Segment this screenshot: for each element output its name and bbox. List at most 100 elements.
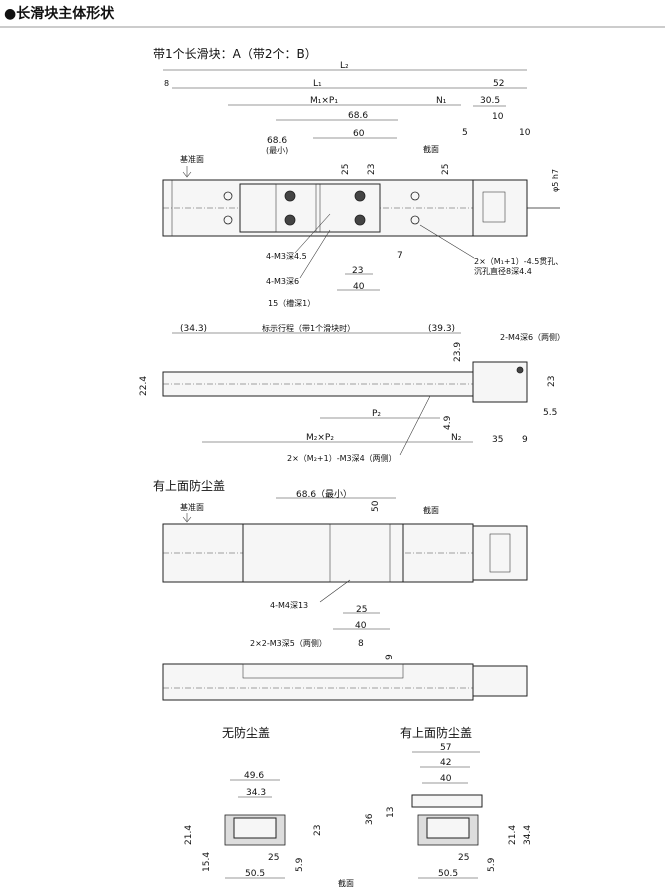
dim-22-4: 22.4 [139,376,149,396]
label-m4-6: 2-M4深6（两侧） [500,332,565,342]
dim-25e: 25 [458,853,469,863]
dim-42: 42 [440,758,451,768]
ref-arrow-1-icon [182,166,192,178]
motor-tap-hole [516,366,524,374]
end-slider-1 [233,817,277,839]
dim-68-6c: 68.6（最小） [296,489,352,500]
side-view-with-cover: 2×2-M3深5（两侧） 8 9 [162,638,528,701]
dim-40c: 40 [440,774,452,784]
dim-9b: 9 [385,654,395,660]
cover-top-band [242,663,404,679]
dim-23c: 23 [547,376,557,387]
dim-34-4: 34.4 [523,825,533,845]
subtitle-no-cover: 无防尘盖 [222,725,270,740]
counterbore-4 [410,215,420,225]
dim-L2: L₂ [340,61,349,71]
dim-49-6: 49.6 [244,771,264,781]
dim-35: 35 [492,435,503,445]
leader-m4-13 [319,579,351,603]
dim-39-3: (39.3) [428,324,455,334]
label-m3-4: 2×（M₂+1）-M3深4（两侧） [287,453,397,463]
slider-inner-2 [319,183,381,233]
leader-m3-45 [294,213,331,254]
dim-25c: 25 [356,605,367,615]
subtitle-single-block: 带1个长滑块：A（带2个：B） [153,47,317,61]
dim-4-9: 4.9 [443,415,453,430]
dim-40: 40 [353,282,365,292]
dim-25a: 25 [341,164,351,175]
tap-hole-3 [354,190,366,202]
motor-block-1 [472,179,528,237]
dim-25d: 25 [268,853,279,863]
motor-block-4 [472,665,528,697]
top-view-single-block: 带1个长滑块：A（带2个：B） L₂ L₁ 52 8 M₁×P₁ N₁ 30.5… [153,47,563,308]
dim-5-9: 5.9 [295,857,305,872]
label-ref-face-1: 基准面 [180,154,204,164]
dim-50-5: 50.5 [245,869,265,879]
dim-8: 8 [164,79,169,88]
dim-M1P1: M₁×P₁ [310,96,338,106]
tap-hole-4 [354,214,366,226]
dim-N1: N₁ [436,96,447,106]
rail-body-4 [162,663,474,701]
dim-min-note: (最小) [266,146,288,155]
dim-5-5: 5.5 [543,408,557,418]
top-cover-plate [411,794,483,808]
dim-13: 13 [386,807,396,818]
dim-36: 36 [365,813,375,825]
dim-21-4: 21.4 [184,825,194,845]
dim-50: 50 [371,500,381,512]
dim-shaft: φ5 h7 [551,169,560,192]
dim-50-5b: 50.5 [438,869,458,879]
motor-inner-3 [489,533,511,573]
dim-7: 7 [397,251,403,261]
leader-m3-6 [299,229,331,279]
dim-N2: N₂ [451,433,462,443]
dim-M2P2: M₂×P₂ [306,433,334,443]
subtitle-with-cover: 有上面防尘盖 [153,478,225,493]
dim-68-6: 68.6 [348,111,368,121]
label-ref-face-2: 基准面 [180,502,204,512]
dim-21-4b: 21.4 [508,825,518,845]
dim-10a: 10 [492,112,504,122]
dim-60: 60 [353,129,365,139]
dim-68-6-min: 68.6 [267,136,287,146]
subtitle-with-cover-end: 有上面防尘盖 [400,725,472,740]
section-title: ●长滑块主体形状 [4,5,115,22]
end-view-no-cover: 无防尘盖 49.6 34.3 21.4 23 25 15.4 5.9 50.5 [184,725,323,879]
label-section-bottom: 截面 [338,878,354,888]
slider-inner-1 [275,183,317,233]
dim-30-5: 30.5 [480,96,500,106]
dim-5-9b: 5.9 [487,857,497,872]
dim-23d: 23 [313,825,323,836]
dim-23b: 23 [352,266,363,276]
dim-23a: 23 [367,164,377,175]
dim-P2: P₂ [372,409,381,419]
ref-arrow-2-icon [182,513,192,523]
dim-40b: 40 [355,621,367,631]
side-view: (34.3) 标示行程（带1个滑块时） (39.3) 2-M4深6（两侧） 23… [139,323,565,463]
label-m3-6: 4-M3深6 [266,277,299,286]
leader-hole-note [419,224,475,259]
dim-34-3: (34.3) [180,324,207,334]
leader-m3-4 [399,395,431,456]
dim-57: 57 [440,743,451,753]
end-slider-2 [426,817,470,839]
end-view-with-cover: 有上面防尘盖 57 42 40 13 36 21.4 34.4 25 5.9 5… [365,725,533,879]
dim-23-9: 23.9 [453,342,463,362]
label-section-1: 截面 [423,144,439,154]
label-m3-45: 4-M3深4.5 [266,252,307,261]
tap-hole-2 [284,214,296,226]
label-stroke: 标示行程（带1个滑块时） [262,323,355,333]
motor-inner-1 [482,191,506,223]
dim-25b: 25 [441,164,451,175]
motor-block-3 [472,525,528,581]
cover-slider [242,523,404,583]
dim-L1: L₁ [313,79,322,89]
dim-5: 5 [462,128,468,138]
dim-10b: 10 [519,128,531,138]
tap-hole-1 [284,190,296,202]
top-view-with-cover: 有上面防尘盖 68.6（最小） 50 基准面 截面 4-M4深13 25 40 [153,478,528,631]
counterbore-2 [223,215,233,225]
